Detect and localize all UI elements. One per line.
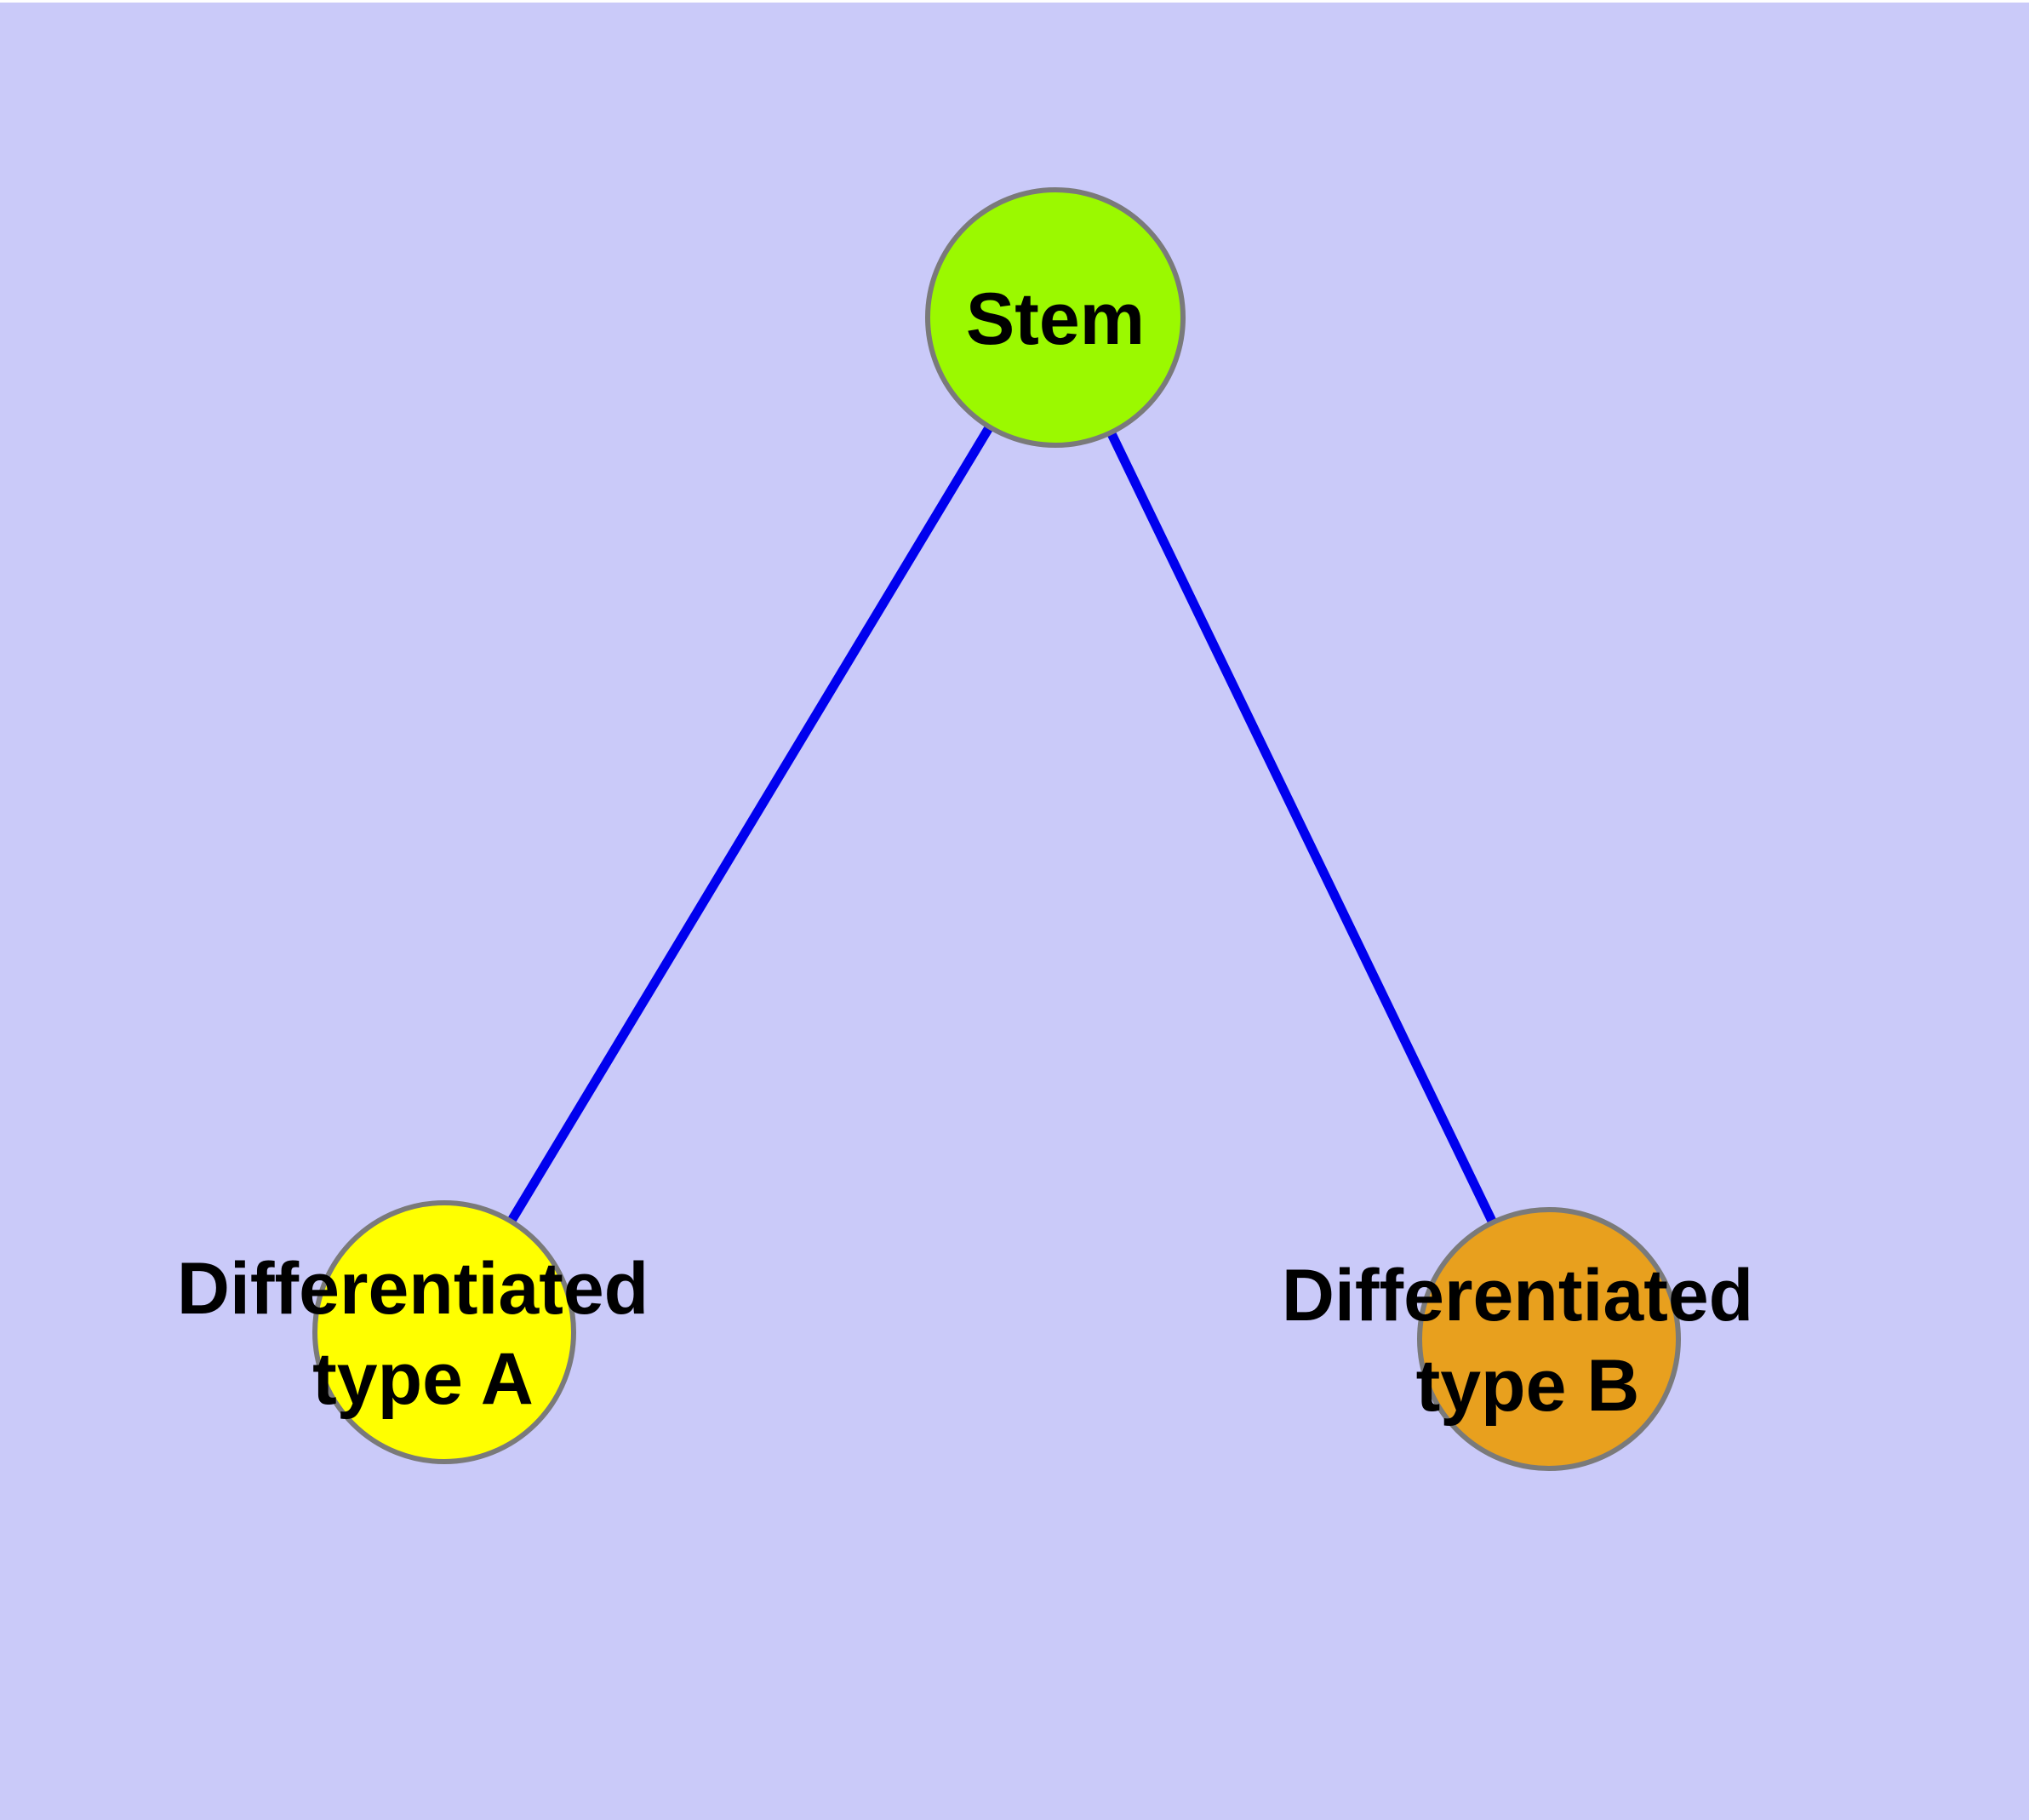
- edge-group: [440, 315, 1553, 1342]
- node-type-b: Differentiated type B: [1282, 1207, 1774, 1471]
- node-type-b-label-line1: Differentiated: [1282, 1255, 1753, 1336]
- node-type-a-label: Differentiated type A: [177, 1248, 669, 1420]
- node-type-a-circle: [312, 1200, 576, 1464]
- edge-stem-to-type-b: [1051, 315, 1553, 1342]
- node-type-b-circle: [1417, 1207, 1681, 1471]
- node-type-b-label-line2: type B: [1416, 1345, 1640, 1427]
- node-type-a: Differentiated type A: [177, 1200, 669, 1464]
- node-type-a-label-line1: Differentiated: [177, 1248, 649, 1330]
- node-type-b-label: Differentiated type B: [1282, 1255, 1774, 1427]
- node-stem-circle: [925, 187, 1186, 448]
- node-stem: Stem: [925, 187, 1186, 448]
- node-type-a-label-line2: type A: [312, 1338, 534, 1420]
- edge-stem-to-type-a: [440, 315, 1060, 1335]
- node-stem-label: Stem: [966, 278, 1145, 360]
